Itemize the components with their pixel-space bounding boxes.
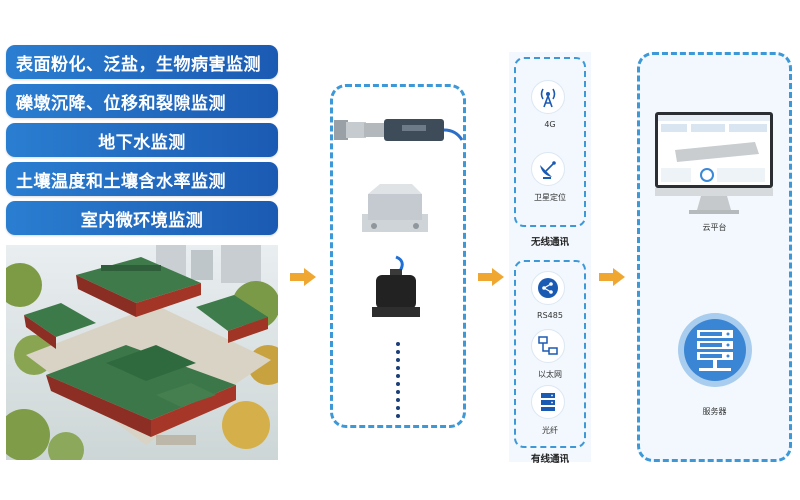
cloud-platform-label: 云平台 — [702, 223, 727, 232]
label-rs485: RS485 — [537, 311, 563, 320]
label-ethernet: 以太网 — [538, 370, 562, 379]
displacement-sensor-image — [334, 119, 464, 141]
share-nodes-icon — [531, 271, 565, 305]
sensor-devices-panel — [330, 84, 466, 428]
server-icon — [678, 313, 752, 387]
category-pier-settlement: 礫墩沉降、位移和裂隙监测 — [6, 84, 278, 118]
box-sensor-image — [362, 184, 428, 232]
category-indoor-environment: 室内微环境监测 — [6, 201, 278, 235]
satellite-dish-icon — [531, 152, 565, 186]
more-sensors-dots — [396, 342, 400, 422]
wireless-title: 无线通讯 — [530, 237, 569, 248]
wired-panel — [514, 260, 586, 448]
category-groundwater: 地下水监测 — [6, 123, 278, 157]
arrow-right-icon — [599, 268, 625, 286]
heritage-building-image — [6, 245, 278, 460]
arrow-right-icon — [478, 268, 504, 286]
cylinder-sensor-image — [372, 255, 420, 317]
category-surface-pulverization: 表面粉化、泛盐，生物病害监测 — [6, 45, 278, 79]
monitor-image — [655, 112, 773, 214]
label-satellite: 卫星定位 — [534, 193, 566, 202]
label-4g: 4G — [544, 120, 556, 129]
wired-title: 有线通讯 — [530, 454, 569, 465]
antenna-icon — [531, 80, 565, 114]
server-rack-icon — [531, 385, 565, 419]
label-fiber: 光纤 — [542, 426, 558, 435]
category-soil-temperature: 土壤温度和土壤含水率监测 — [6, 162, 278, 196]
arrow-right-icon — [290, 268, 316, 286]
monitoring-categories: 表面粉化、泛盐，生物病害监测 礫墩沉降、位移和裂隙监测 地下水监测 土壤温度和土… — [6, 45, 278, 240]
server-label: 服务器 — [702, 407, 727, 416]
wireless-panel — [514, 57, 586, 227]
network-icon — [531, 329, 565, 363]
